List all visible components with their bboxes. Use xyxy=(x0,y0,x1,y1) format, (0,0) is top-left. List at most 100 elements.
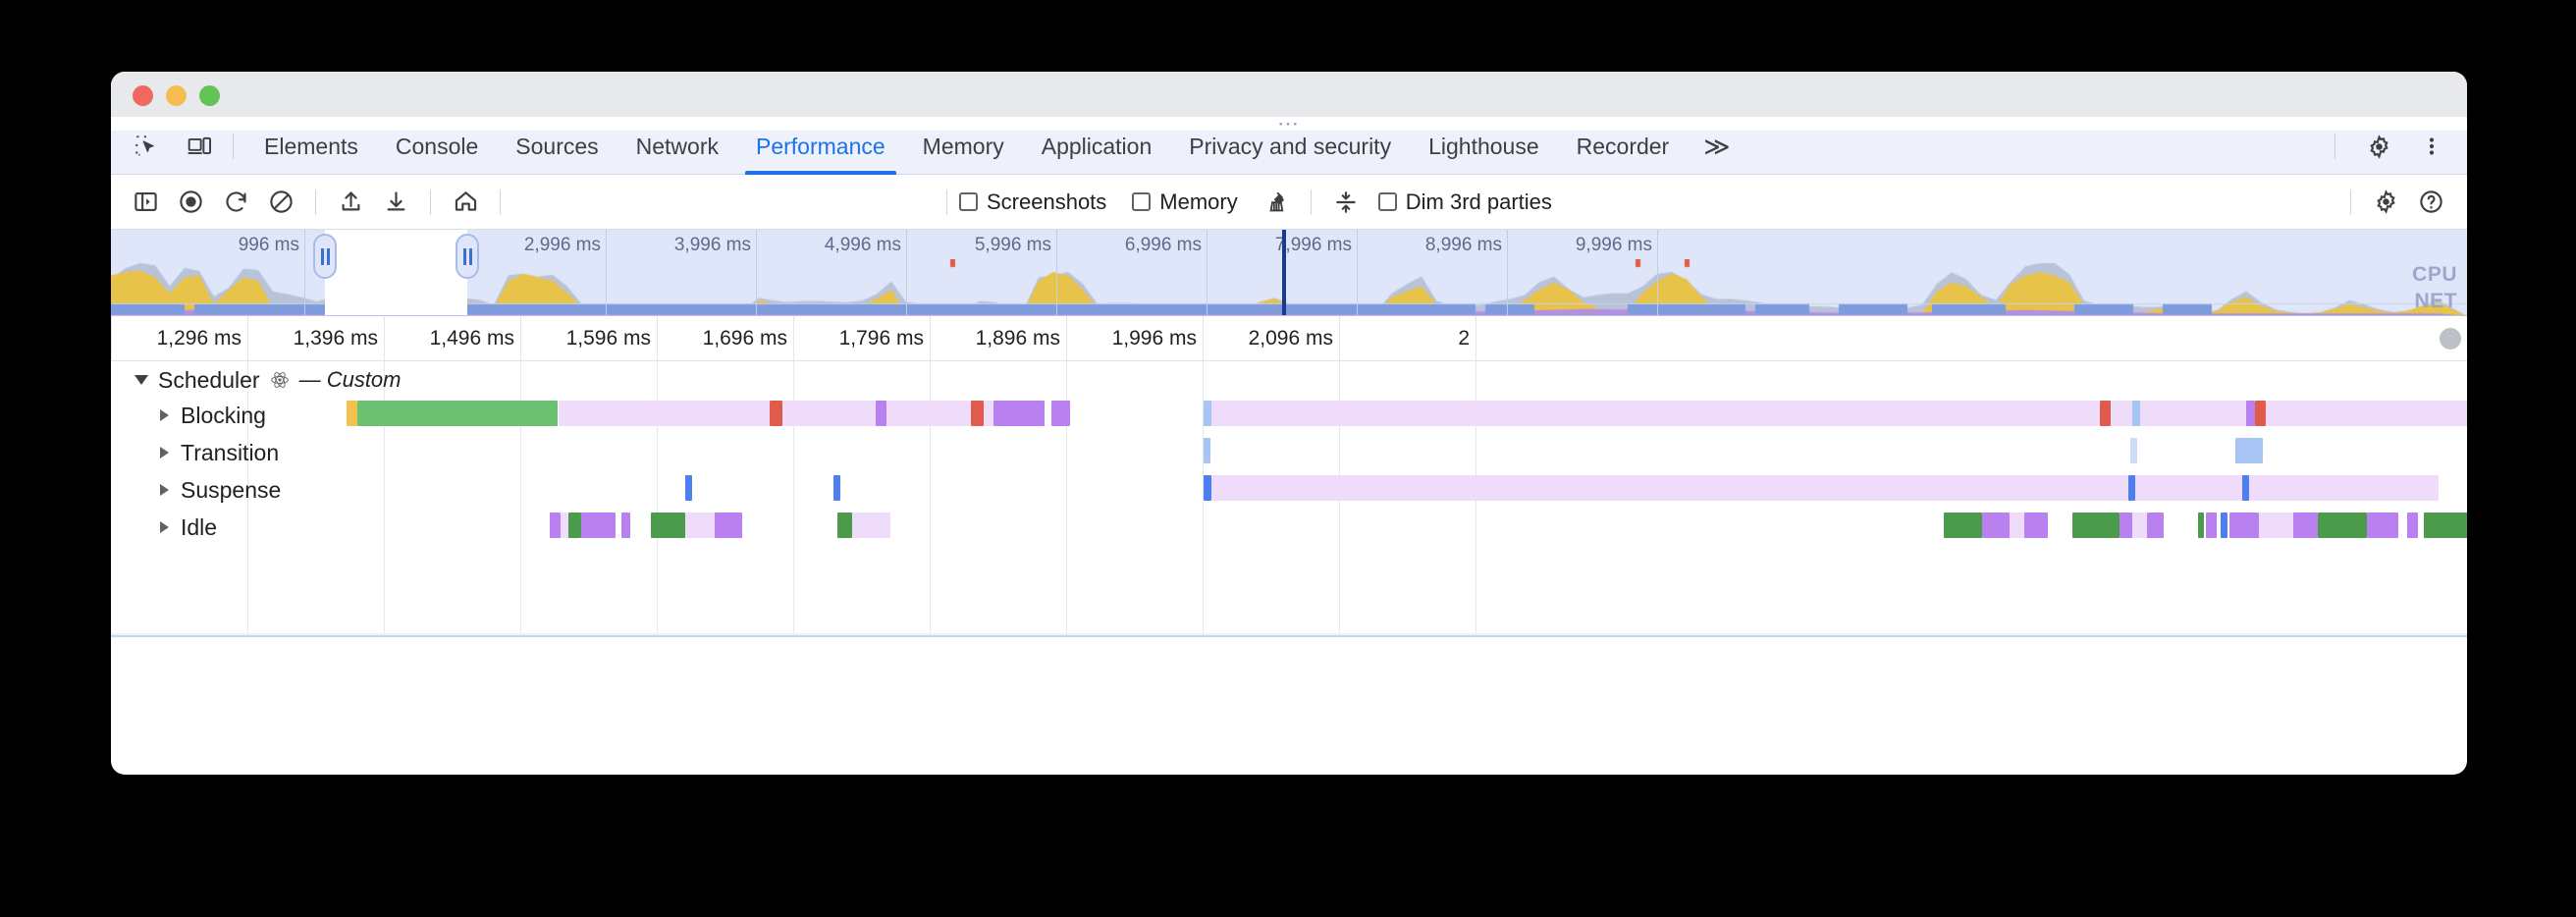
flame-bar-idle[interactable] xyxy=(2259,512,2293,538)
timeline-overview[interactable]: 996 ms1,996 ms2,996 ms3,996 ms4,996 ms5,… xyxy=(111,230,2467,316)
home-icon[interactable] xyxy=(443,181,488,224)
memory-checkbox[interactable]: Memory xyxy=(1132,189,1238,215)
memory-checkbox-box[interactable] xyxy=(1132,192,1152,211)
flame-bar-idle[interactable] xyxy=(2072,512,2120,538)
detail-time-ruler[interactable]: 1,196 ms1,296 ms1,396 ms1,496 ms1,596 ms… xyxy=(111,316,2467,361)
flame-bar-suspense[interactable] xyxy=(2127,475,2136,501)
tab-application[interactable]: Application xyxy=(1041,133,1153,159)
flame-bar-idle[interactable] xyxy=(1944,512,1982,538)
tab-privacy-and-security[interactable]: Privacy and security xyxy=(1189,133,1392,159)
tab-lighthouse[interactable]: Lighthouse xyxy=(1428,133,1539,159)
flame-bar-blocking[interactable] xyxy=(2254,401,2266,426)
flame-bar-blocking[interactable] xyxy=(970,401,984,426)
broom-icon[interactable] xyxy=(1254,181,1299,224)
toggle-sidebar-icon[interactable] xyxy=(123,181,168,224)
overview-selection-window[interactable] xyxy=(325,230,467,315)
flame-bar-idle[interactable] xyxy=(2131,512,2147,538)
flame-bar-blocking[interactable] xyxy=(2246,401,2255,426)
flame-bar-blocking[interactable] xyxy=(875,401,886,426)
tab-recorder[interactable]: Recorder xyxy=(1576,133,1670,159)
chevron-right-icon[interactable] xyxy=(160,447,169,458)
flame-bar-transition[interactable] xyxy=(1203,438,1211,463)
resizer-handle[interactable]: ⋯ xyxy=(111,113,2467,135)
flame-bar-idle[interactable] xyxy=(714,512,742,538)
track-row-blocking[interactable]: Blocking xyxy=(160,397,266,434)
chevron-right-icon[interactable] xyxy=(160,409,169,421)
selection-handle-right[interactable] xyxy=(456,234,479,279)
dim-3rd-parties-checkbox[interactable]: Dim 3rd parties xyxy=(1377,189,1552,215)
kebab-menu-icon[interactable] xyxy=(2410,125,2453,168)
flame-bar-blocking[interactable] xyxy=(983,401,994,426)
flame-bar-blocking[interactable] xyxy=(2100,401,2112,426)
device-toolbar-icon[interactable] xyxy=(178,125,221,168)
flame-bar-idle[interactable] xyxy=(568,512,582,538)
more-tabs-icon[interactable]: ≫ xyxy=(1703,131,1731,161)
flame-bar-idle[interactable] xyxy=(549,512,561,538)
flame-bar-blocking[interactable] xyxy=(1203,401,1212,426)
flame-bar-blocking[interactable] xyxy=(356,401,559,426)
flame-chart[interactable]: Scheduler — Custom Blocking Transition S… xyxy=(111,361,2467,700)
record-icon[interactable] xyxy=(168,181,213,224)
close-window-button[interactable] xyxy=(133,84,153,106)
flame-bar-idle[interactable] xyxy=(2228,512,2260,538)
tab-sources[interactable]: Sources xyxy=(515,133,599,159)
tab-elements[interactable]: Elements xyxy=(264,133,358,159)
flame-bar-idle[interactable] xyxy=(2119,512,2132,538)
flame-bar-blocking[interactable] xyxy=(993,401,1046,426)
track-row-transition[interactable]: Transition xyxy=(160,434,279,471)
help-icon[interactable] xyxy=(2408,181,2453,224)
track-row-idle[interactable]: Idle xyxy=(160,509,217,546)
download-profile-icon[interactable] xyxy=(373,181,418,224)
track-row-suspense[interactable]: Suspense xyxy=(160,471,281,509)
flame-bar-blocking[interactable] xyxy=(1050,401,1070,426)
flame-bar-suspense[interactable] xyxy=(1203,475,1212,501)
flame-bar-suspense[interactable] xyxy=(1211,475,2440,501)
flame-bar-blocking[interactable] xyxy=(886,401,971,426)
flame-bar-suspense[interactable] xyxy=(2241,475,2250,501)
flame-bar-blocking[interactable] xyxy=(2140,401,2247,426)
timeline-playhead[interactable] xyxy=(1282,230,1286,315)
flame-bar-blocking[interactable] xyxy=(347,401,357,426)
flame-bar-idle[interactable] xyxy=(1981,512,2010,538)
minimize-window-button[interactable] xyxy=(166,84,187,106)
screenshots-checkbox-box[interactable] xyxy=(959,192,978,211)
selection-handle-left[interactable] xyxy=(313,234,337,279)
gear-icon[interactable] xyxy=(2363,181,2408,224)
flame-bar-blocking[interactable] xyxy=(2265,401,2467,426)
chevron-right-icon[interactable] xyxy=(160,484,169,496)
flame-bar-transition[interactable] xyxy=(2129,438,2138,463)
flame-bar-blocking[interactable] xyxy=(2111,401,2132,426)
gear-icon[interactable] xyxy=(2357,125,2400,168)
tab-memory[interactable]: Memory xyxy=(922,133,1004,159)
flame-bar-idle[interactable] xyxy=(581,512,616,538)
upload-profile-icon[interactable] xyxy=(328,181,373,224)
flame-bar-idle[interactable] xyxy=(684,512,715,538)
flame-bar-idle[interactable] xyxy=(2009,512,2024,538)
chevron-down-icon[interactable] xyxy=(134,375,148,385)
dim-3rd-parties-checkbox-box[interactable] xyxy=(1377,192,1397,211)
flame-bar-idle[interactable] xyxy=(852,512,890,538)
collapse-vertically-icon[interactable] xyxy=(1323,181,1368,224)
clear-icon[interactable] xyxy=(258,181,303,224)
flame-bar-blocking[interactable] xyxy=(558,401,770,426)
screenshots-checkbox[interactable]: Screenshots xyxy=(959,189,1106,215)
flame-bar-idle[interactable] xyxy=(836,512,853,538)
timeline-scroll-thumb[interactable] xyxy=(2440,328,2461,350)
flame-bar-blocking[interactable] xyxy=(1211,401,2101,426)
tab-performance[interactable]: Performance xyxy=(737,119,904,175)
flame-bar-idle[interactable] xyxy=(2292,512,2319,538)
flame-bar-idle[interactable] xyxy=(2197,512,2205,538)
reload-and-record-icon[interactable] xyxy=(213,181,258,224)
flame-bar-blocking[interactable] xyxy=(781,401,876,426)
flame-bar-suspense[interactable] xyxy=(684,475,693,501)
flame-bar-transition[interactable] xyxy=(2235,438,2264,463)
maximize-window-button[interactable] xyxy=(199,84,220,106)
tab-console[interactable]: Console xyxy=(395,133,479,159)
flame-bar-idle[interactable] xyxy=(2206,512,2217,538)
flame-bar-blocking[interactable] xyxy=(770,401,782,426)
tab-network[interactable]: Network xyxy=(635,133,719,159)
flame-bar-idle[interactable] xyxy=(2221,512,2227,538)
flame-bar-idle[interactable] xyxy=(560,512,569,538)
flame-bar-idle[interactable] xyxy=(2367,512,2399,538)
flame-bar-blocking[interactable] xyxy=(1045,401,1051,426)
